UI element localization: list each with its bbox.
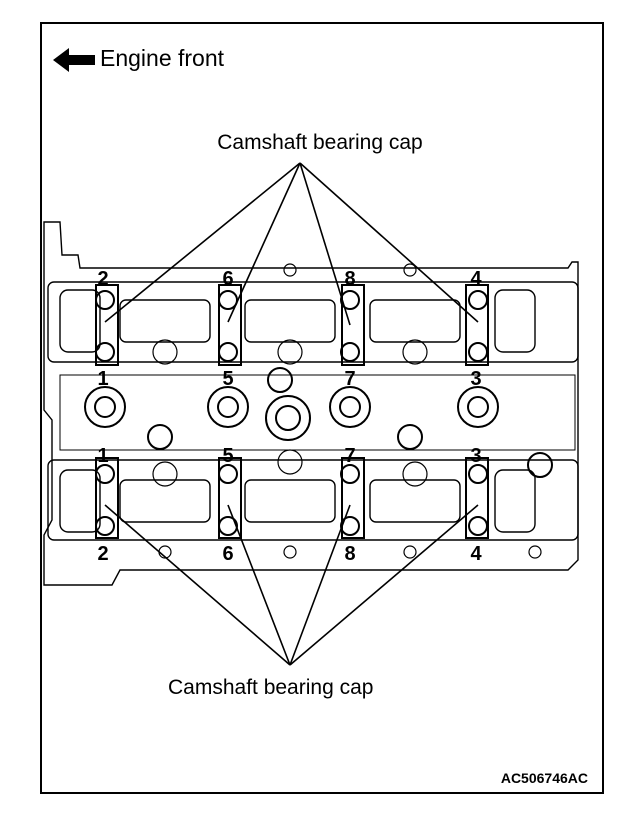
spark-plug-wells	[84, 367, 553, 478]
bolt-number: 6	[222, 543, 233, 565]
intake-camshaft	[47, 281, 579, 363]
leader-lines-bottom	[104, 504, 479, 666]
bolt-number: 4	[470, 543, 482, 565]
bolt-number: 7	[344, 445, 355, 467]
bolt-number: 2	[97, 268, 108, 290]
bolt-number: 8	[344, 543, 355, 565]
bolt-number: 3	[470, 368, 481, 390]
figure-frame	[40, 22, 604, 794]
camshaft-bearing-cap-top-label: Camshaft bearing cap	[217, 131, 423, 154]
exhaust-camshaft	[47, 459, 579, 541]
bolt-number: 5	[222, 368, 233, 390]
bolt-number: 1	[97, 368, 108, 390]
bolt-number: 4	[470, 268, 482, 290]
leader-lines-top	[104, 162, 479, 326]
bolt-number: 3	[470, 445, 481, 467]
cam-lobes-bottom	[59, 469, 536, 533]
bolt-number: 5	[222, 445, 233, 467]
cam-lobes-top	[59, 289, 536, 353]
figure-code: AC506746AC	[500, 770, 588, 786]
bolt-number: 1	[97, 445, 108, 467]
bolt-number: 6	[222, 268, 233, 290]
bolt-number: 7	[344, 368, 355, 390]
bolt-number: 2	[97, 543, 108, 565]
bearing-cap-plates	[95, 284, 489, 539]
head-outline	[43, 221, 579, 586]
cap-bolts	[95, 290, 488, 536]
engine-front-label: Engine front	[100, 45, 225, 71]
camshaft-bearing-cap-bottom-label: Camshaft bearing cap	[168, 676, 374, 699]
bolt-number: 8	[344, 268, 355, 290]
arrow-left-icon	[53, 48, 95, 72]
